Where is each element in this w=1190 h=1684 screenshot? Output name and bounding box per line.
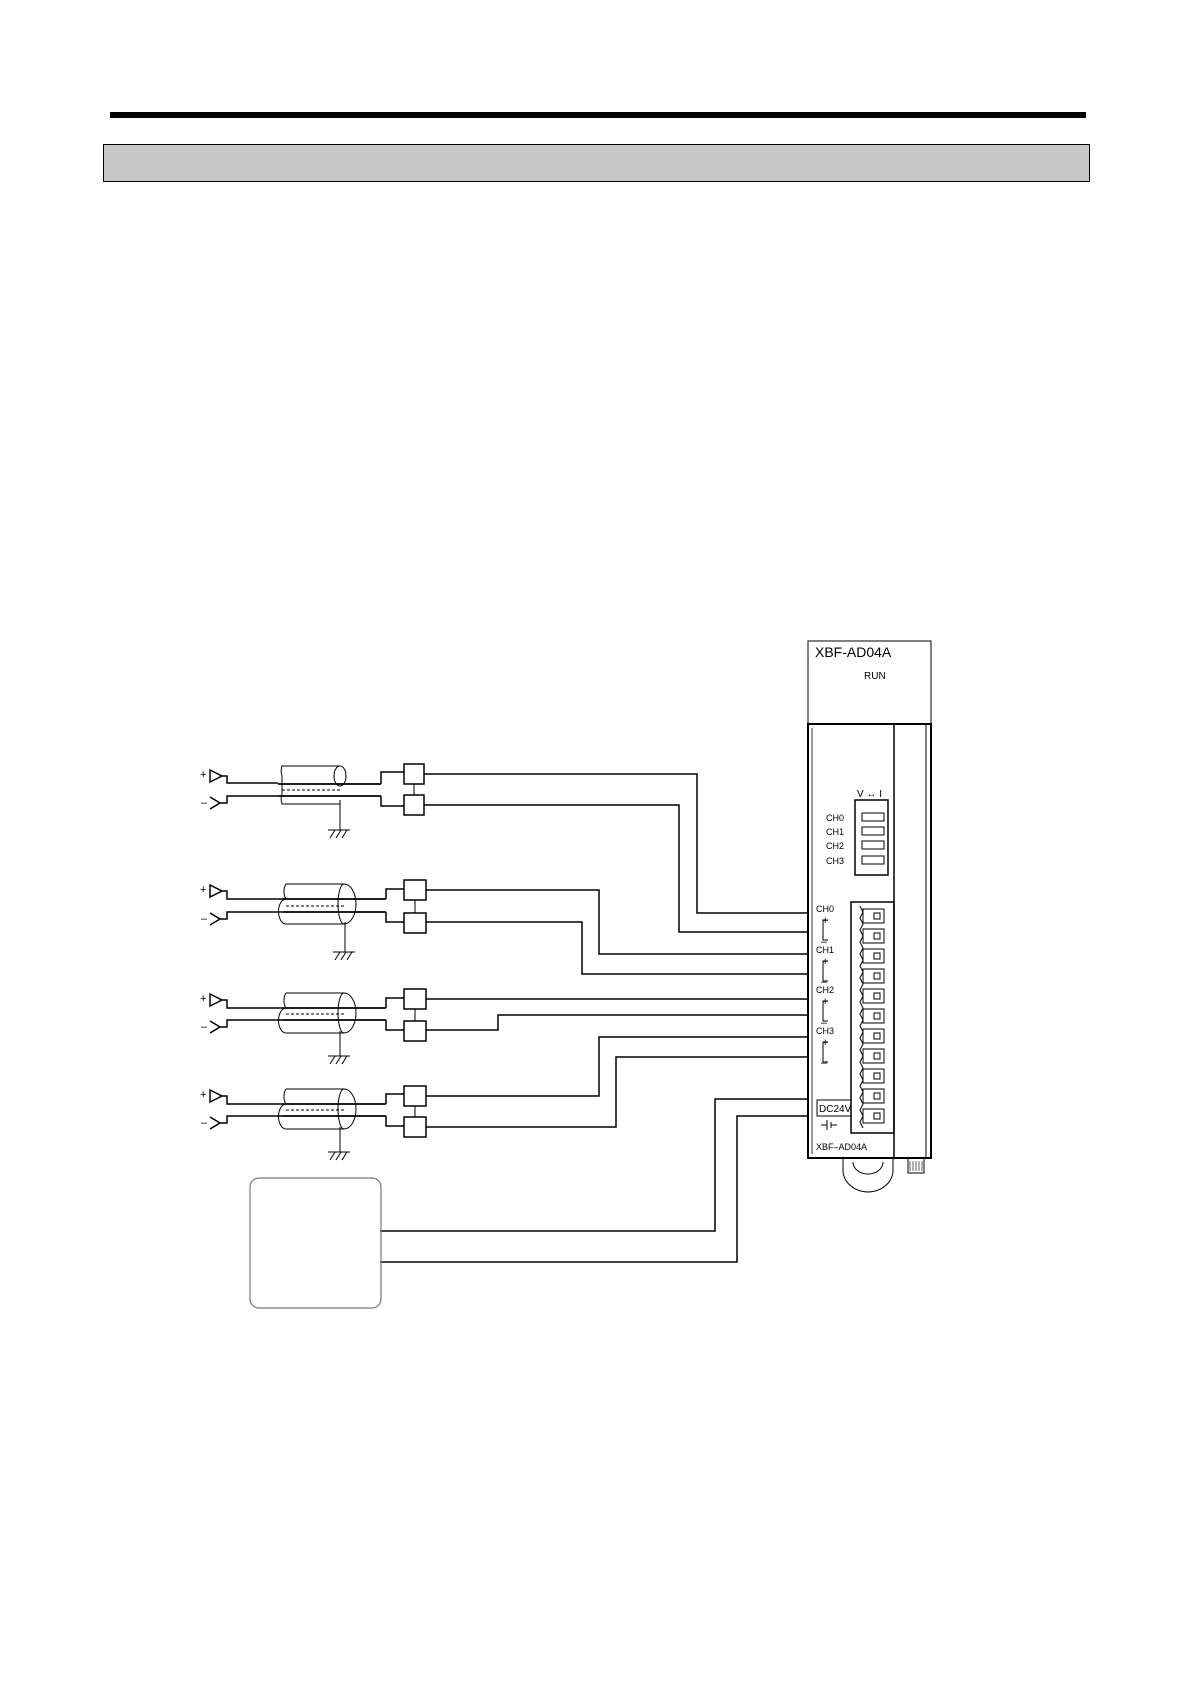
terminal-5 <box>863 989 884 1003</box>
switch-label-ch0: CH0 <box>826 813 844 823</box>
relay-2 <box>386 880 426 933</box>
terminal-10 <box>863 1089 884 1103</box>
source-3-plus: + <box>200 993 206 1005</box>
terminal-label-ch1: CH1 <box>816 945 834 955</box>
switch-label-ch1: CH1 <box>826 827 844 837</box>
switch-ch0[interactable] <box>862 813 884 821</box>
shielded-cable-3 <box>279 993 387 1064</box>
source-3-minus: – <box>201 1021 208 1033</box>
terminal-ch1-plus: + <box>822 956 828 968</box>
terminal-label-ch2: CH2 <box>816 985 834 995</box>
terminal-3 <box>863 949 884 963</box>
terminal-label-ch3: CH3 <box>816 1026 834 1036</box>
terminal-2 <box>863 929 884 943</box>
source-2-minus: – <box>201 913 208 925</box>
source-1-minus: – <box>201 797 208 809</box>
run-led-label: RUN <box>864 671 886 682</box>
source-2-plus: + <box>200 884 206 896</box>
source-1 <box>210 770 278 809</box>
source-4-minus: – <box>201 1117 208 1129</box>
switch-label-ch2: CH2 <box>826 841 844 851</box>
wire-ch3-plus <box>426 1037 808 1096</box>
wires <box>380 774 808 1262</box>
terminal-4 <box>863 969 884 983</box>
switch-ch2[interactable] <box>862 841 884 849</box>
relay-1 <box>381 764 424 815</box>
wire-power-plus <box>380 1099 808 1231</box>
terminal-ch3-minus: – <box>821 1057 828 1069</box>
source-4 <box>210 1090 283 1129</box>
terminal-11 <box>863 1109 884 1123</box>
module-model-label: XBF-AD04A <box>815 644 892 660</box>
v-i-switch-label: V ↔ I <box>857 789 882 800</box>
terminal-1 <box>863 909 884 923</box>
shielded-cable-4 <box>279 1089 387 1160</box>
wire-ch0-plus <box>424 774 808 913</box>
shielded-cable-1 <box>278 766 381 838</box>
terminal-7 <box>863 1029 884 1043</box>
source-3 <box>210 994 283 1033</box>
relay-3 <box>386 989 426 1041</box>
switch-ch3[interactable] <box>862 856 884 864</box>
switch-label-ch3: CH3 <box>826 856 844 866</box>
terminal-ch2-plus: + <box>822 996 828 1008</box>
terminal-6 <box>863 1009 884 1023</box>
terminal-8 <box>863 1049 884 1063</box>
dc24v-label: DC24V <box>819 1104 852 1115</box>
shielded-cable-2 <box>279 884 387 960</box>
source-1-plus: + <box>200 769 206 781</box>
dc24v-power-supply <box>250 1178 381 1308</box>
module-bottom-label: XBF–AD04A <box>816 1142 867 1152</box>
terminal-ch3-plus: + <box>822 1037 828 1049</box>
wire-ch1-minus <box>426 922 808 974</box>
terminal-ch0-plus: + <box>822 915 828 927</box>
wire-power-minus <box>380 1116 808 1262</box>
terminal-block <box>851 902 894 1133</box>
terminal-9 <box>863 1069 884 1083</box>
relay-4 <box>386 1086 426 1137</box>
terminal-label-ch0: CH0 <box>816 904 834 914</box>
wire-ch2-minus <box>426 1015 808 1030</box>
source-4-plus: + <box>200 1089 206 1101</box>
source-2 <box>210 885 283 925</box>
switch-ch1[interactable] <box>862 827 884 835</box>
